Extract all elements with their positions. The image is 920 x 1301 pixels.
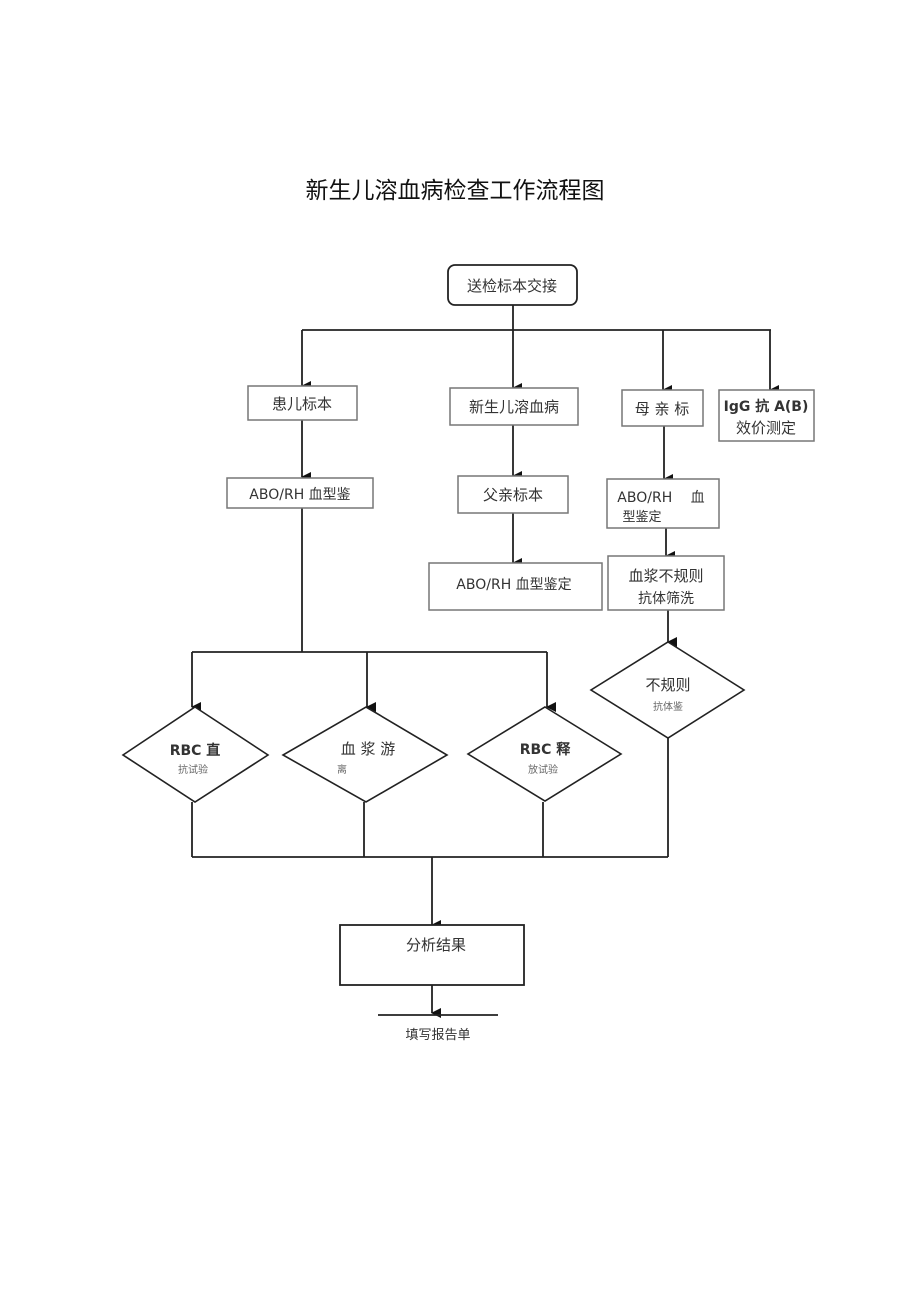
node-analysis: 分析结果 bbox=[339, 924, 525, 986]
svg-text:RBC 释: RBC 释 bbox=[520, 741, 572, 758]
svg-text:效价测定: 效价测定 bbox=[736, 419, 796, 437]
node-father-sample: 父亲标本 bbox=[457, 475, 569, 514]
svg-text:抗试验: 抗试验 bbox=[178, 763, 208, 776]
svg-text:不规则: 不规则 bbox=[645, 676, 690, 694]
node-hdn: 新生儿溶血病 bbox=[449, 387, 579, 426]
svg-text:父亲标本: 父亲标本 bbox=[483, 486, 543, 504]
svg-text:ABO/RH 血: ABO/RH 血 bbox=[617, 490, 704, 506]
node-plasma-free: 血 浆 游 离 bbox=[281, 706, 449, 803]
svg-text:抗体鉴: 抗体鉴 bbox=[653, 700, 683, 713]
node-antibody-screen: 血浆不规则 抗体筛洗 bbox=[607, 555, 725, 611]
node-elution: RBC 释 放试验 bbox=[466, 706, 623, 802]
svg-text:型鉴定: 型鉴定 bbox=[622, 510, 661, 525]
svg-text:RBC 直: RBC 直 bbox=[170, 742, 221, 759]
node-direct-antiglobulin: RBC 直 抗试验 bbox=[121, 706, 270, 803]
svg-text:新生儿溶血病: 新生儿溶血病 bbox=[469, 398, 559, 416]
node-patient-abo: ABO/RH 血型鉴 bbox=[226, 477, 374, 509]
svg-text:ABO/RH 血型鉴定: ABO/RH 血型鉴定 bbox=[456, 577, 571, 593]
connectors bbox=[191, 305, 779, 1018]
svg-text:送检标本交接: 送检标本交接 bbox=[467, 277, 557, 295]
svg-text:离: 离 bbox=[337, 763, 347, 776]
svg-text:IgG 抗 A(B): IgG 抗 A(B) bbox=[724, 398, 809, 415]
node-report: 填写报告单 bbox=[405, 1028, 470, 1043]
node-igg-titer: IgG 抗 A(B) 效价测定 bbox=[718, 389, 815, 442]
node-mother-sample: 母 亲 标 bbox=[621, 389, 704, 427]
page-title: 新生儿溶血病检查工作流程图 bbox=[306, 178, 605, 204]
node-patient-sample: 患儿标本 bbox=[247, 385, 358, 421]
svg-text:患儿标本: 患儿标本 bbox=[272, 395, 332, 413]
node-start: 送检标本交接 bbox=[447, 264, 578, 306]
svg-text:分析结果: 分析结果 bbox=[406, 936, 466, 954]
svg-text:放试验: 放试验 bbox=[528, 763, 558, 776]
svg-text:母 亲 标: 母 亲 标 bbox=[635, 400, 690, 418]
svg-text:血 浆 游: 血 浆 游 bbox=[341, 740, 396, 758]
svg-text:抗体筛洗: 抗体筛洗 bbox=[638, 591, 694, 607]
svg-text:ABO/RH 血型鉴: ABO/RH 血型鉴 bbox=[249, 487, 350, 503]
svg-text:血浆不规则: 血浆不规则 bbox=[628, 567, 703, 585]
node-father-abo: ABO/RH 血型鉴定 bbox=[428, 562, 603, 611]
node-mother-abo: ABO/RH 血 型鉴定 bbox=[606, 478, 720, 529]
node-irregular-antibody-id: 不规则 抗体鉴 bbox=[589, 641, 746, 739]
